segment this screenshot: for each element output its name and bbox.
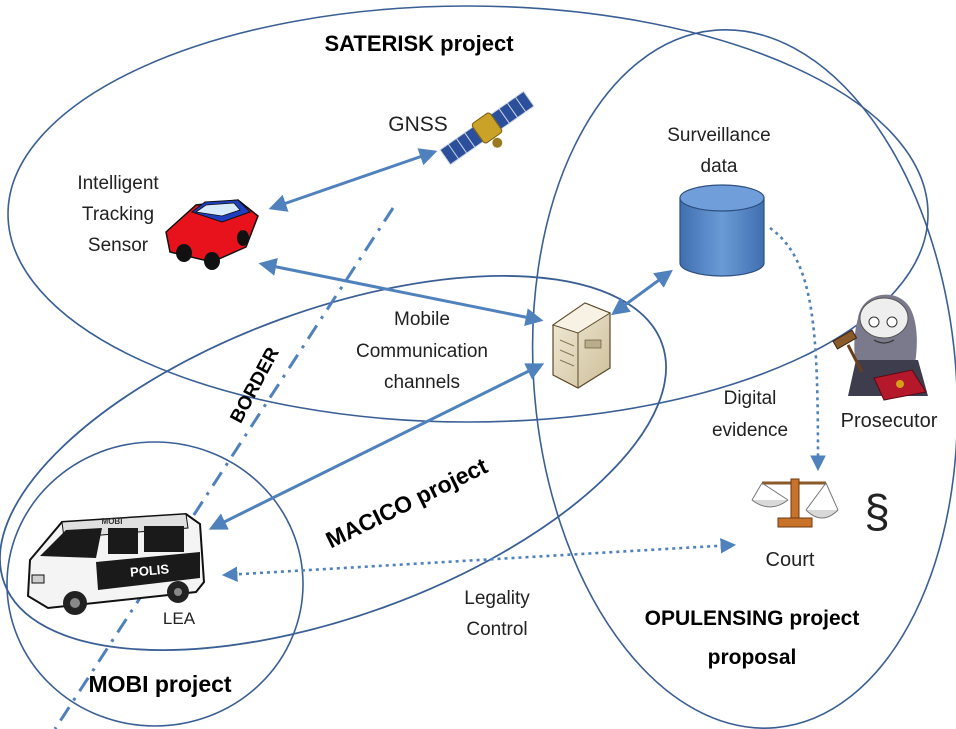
server-icon [551,302,612,389]
macico-ellipse [0,275,667,651]
database-icon [679,184,765,277]
its-label-line1: Intelligent [77,173,159,194]
opulensing-subtitle: proposal [708,646,797,669]
lea-label: LEA [163,609,196,628]
arrow-server-db [611,269,673,316]
arrow-legality [221,537,737,583]
legality-label-line2: Control [466,619,527,640]
car-icon [165,199,259,270]
its-label-line2: Tracking [82,204,154,225]
mobi-title: MOBI project [88,671,231,697]
opulensing-title: OPULENSING project [645,607,860,630]
its-label-line3: Sensor [88,235,149,256]
arrow-server-lea [208,363,545,530]
digital-evidence-line2: evidence [712,420,788,441]
mobi-ellipse [6,441,304,727]
surveillance-label-line2: data [701,156,738,177]
digital-evidence-line1: Digital [724,388,777,409]
surveillance-label-line1: Surveillance [667,125,771,146]
saterisk-title: SATERISK project [324,31,514,56]
macico-title: MACICO project [322,452,492,553]
border-label: BORDER [227,344,284,427]
judge-icon [832,294,928,401]
scales-icon [751,478,839,528]
mobile-label-line2: Communication [356,341,488,362]
van-roof-text: MOBI [102,517,123,526]
section-sign: § [864,485,890,537]
arrow-gnss-its [268,148,438,212]
court-label: Court [766,549,815,571]
legality-label-line1: Legality [464,588,530,609]
arrow-its-server [258,258,544,326]
border-line [53,207,395,729]
arrow-db-court [769,226,826,472]
satellite-icon [439,90,535,166]
van-side-text: POLIS [130,561,170,579]
mobile-label-line1: Mobile [394,309,450,330]
prosecutor-label: Prosecutor [841,410,938,432]
gnss-label: GNSS [388,113,448,136]
mobile-label-line3: channels [384,372,460,393]
police-van-icon: POLIS MOBI [26,512,206,615]
